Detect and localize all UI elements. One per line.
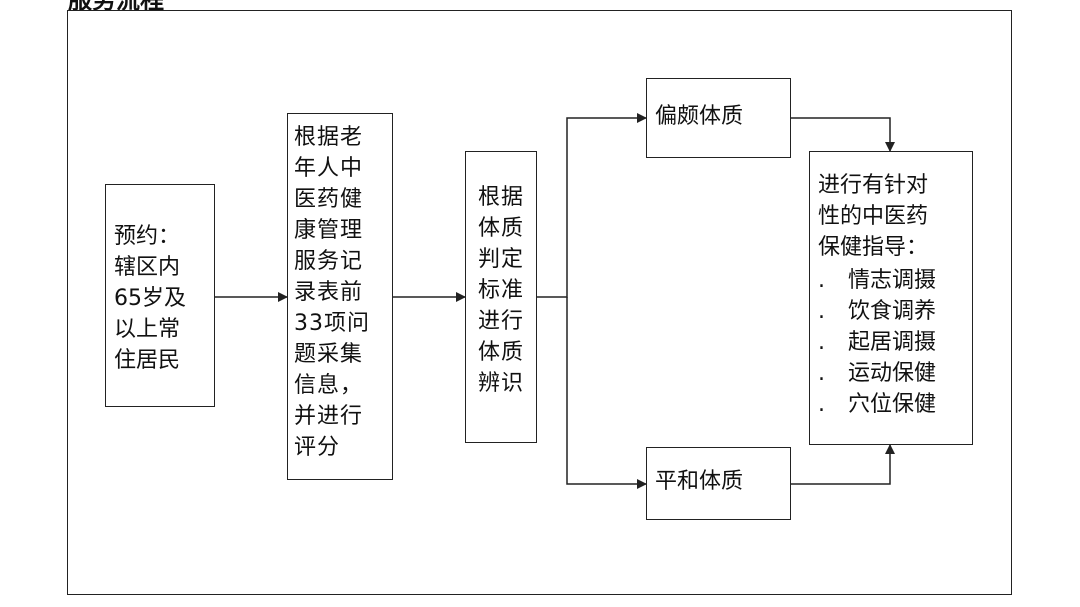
collect-line: 根据老: [294, 125, 364, 150]
identify-line: 体质: [478, 340, 525, 365]
guidance-item: . 穴位保健: [818, 389, 968, 420]
guidance-item-label: 起居调摄: [848, 330, 937, 355]
balanced-constitution-label: 平和体质: [655, 469, 744, 494]
bullet-mark: .: [818, 330, 825, 355]
step-appointment-box: 预约： 辖区内 65岁及 以上常 住居民: [105, 184, 215, 407]
identify-line: 辨识: [478, 371, 525, 396]
diagram-frame: [67, 10, 1012, 595]
identify-line: 进行: [478, 309, 525, 334]
bullet-mark: .: [818, 361, 825, 386]
appointment-line: 住居民: [114, 348, 181, 373]
collect-line: 年人中: [294, 156, 364, 181]
arrow-balanced-to-guidance: [791, 444, 895, 485]
collect-line: 信息，: [294, 373, 364, 398]
collect-line: 康管理: [294, 218, 364, 243]
guidance-item: . 情志调摄: [818, 265, 968, 296]
collect-line: 录表前: [294, 280, 364, 305]
collect-line: 服务记: [294, 249, 364, 274]
guidance-item-label: 饮食调养: [848, 299, 937, 324]
bullet-mark: .: [818, 392, 825, 417]
step-guidance-box: 进行有针对 性的中医药 保健指导： . 情志调摄 . 饮食调养 . 起居调摄 .…: [809, 151, 973, 445]
step-biased-constitution-box: 偏颇体质: [646, 78, 791, 158]
collect-line: 并进行: [294, 404, 364, 429]
identify-line: 判定: [478, 247, 525, 272]
collect-line: 评分: [294, 435, 341, 460]
biased-constitution-label: 偏颇体质: [655, 104, 744, 129]
step-collect-box: 根据老 年人中 医药健 康管理 服务记 录表前 33项问 题采集 信息， 并进行…: [287, 113, 393, 480]
appointment-line: 辖区内: [114, 255, 181, 280]
guidance-item-label: 运动保健: [848, 361, 937, 386]
guidance-list: . 情志调摄 . 饮食调养 . 起居调摄 . 运动保健 . 穴位保健: [818, 265, 968, 420]
guidance-line: 性的中医药: [818, 204, 929, 229]
collect-line: 33项问: [294, 311, 370, 336]
appointment-line: 预约：: [114, 224, 181, 249]
arrow-identify-to-balanced: [566, 297, 647, 489]
appointment-line: 65岁及: [114, 286, 186, 311]
identify-line: 体质: [478, 216, 525, 241]
bullet-mark: .: [818, 268, 825, 293]
appointment-line: 以上常: [114, 317, 181, 342]
guidance-item: . 饮食调养: [818, 296, 968, 327]
identify-line: 标准: [478, 278, 525, 303]
guidance-item-label: 情志调摄: [848, 268, 937, 293]
arrow-identify-to-biased: [537, 113, 647, 298]
guidance-item: . 运动保健: [818, 358, 968, 389]
guidance-line: 进行有针对: [818, 173, 929, 198]
guidance-line: 保健指导：: [818, 235, 929, 260]
guidance-item-label: 穴位保健: [848, 392, 937, 417]
collect-line: 医药健: [294, 187, 364, 212]
step-identify-box: 根据 体质 判定 标准 进行 体质 辨识: [465, 151, 537, 443]
arrow-biased-to-guidance: [791, 117, 895, 152]
identify-line: 根据: [478, 185, 525, 210]
collect-line: 题采集: [294, 342, 364, 367]
bullet-mark: .: [818, 299, 825, 324]
step-balanced-constitution-box: 平和体质: [646, 447, 791, 520]
guidance-item: . 起居调摄: [818, 327, 968, 358]
